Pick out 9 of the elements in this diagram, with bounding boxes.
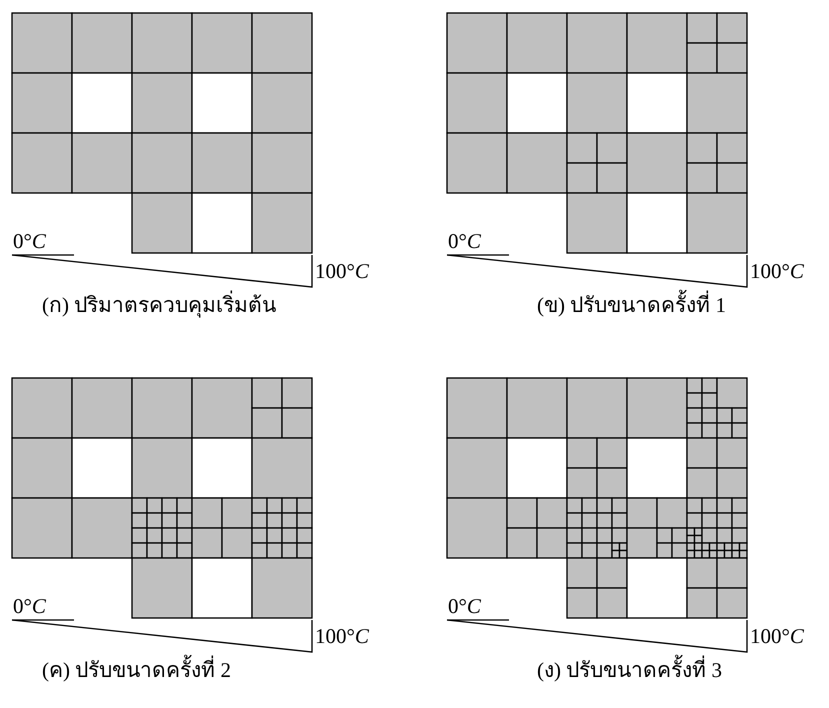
temperature-label: 100°C bbox=[750, 624, 804, 648]
temperature-label: 0°C bbox=[13, 229, 46, 253]
temperature-label: 100°C bbox=[315, 624, 369, 648]
caption: (ก) ปริมาตรควบคุมเริ่มต้น bbox=[42, 293, 276, 317]
temperature-label: 0°C bbox=[448, 594, 481, 618]
temperature-label: 0°C bbox=[13, 594, 46, 618]
temperature-label: 100°C bbox=[315, 259, 369, 283]
temperature-label: 100°C bbox=[750, 259, 804, 283]
temperature-label: 0°C bbox=[448, 229, 481, 253]
